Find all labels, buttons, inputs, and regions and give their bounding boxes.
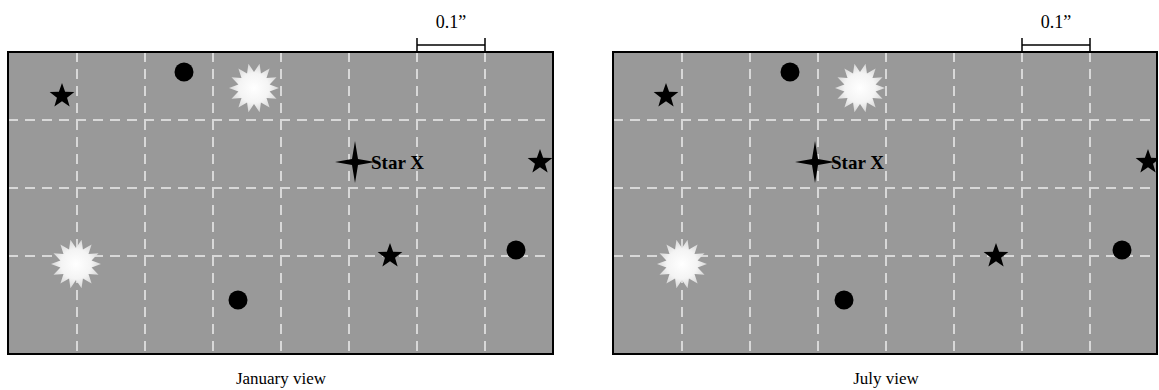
grid-line: [817, 52, 819, 354]
star-x-symbol: [335, 141, 375, 183]
grid-line: [416, 52, 418, 354]
scale-bar: [1022, 44, 1090, 46]
scale-tick: [1021, 38, 1023, 52]
grid-line: [613, 187, 1157, 189]
grid-line: [953, 52, 955, 354]
sky-field: [8, 52, 553, 354]
sky-field: [613, 52, 1157, 354]
scale-tick: [1089, 38, 1091, 52]
grid-line: [212, 52, 214, 354]
field-content: [8, 52, 553, 354]
grid-line: [749, 52, 751, 354]
grid-line: [885, 52, 887, 354]
galaxy-dot: [175, 63, 194, 82]
panel-caption: January view: [236, 370, 326, 387]
galaxy-dot: [835, 291, 854, 310]
star-symbol: [528, 149, 553, 173]
star-symbol: [50, 83, 75, 107]
galaxy-dot: [1113, 241, 1132, 260]
star-label: Star X: [368, 152, 427, 173]
scale-bars: [417, 38, 1090, 52]
panel-border: [613, 52, 1157, 354]
grid-line: [1021, 52, 1023, 354]
grid-line: [613, 119, 1157, 121]
galaxy-dot: [229, 291, 248, 310]
bright-star-burst: [51, 240, 101, 289]
star-symbol: [654, 83, 679, 107]
galaxy-dot: [781, 63, 800, 82]
bright-star-burst: [657, 240, 707, 289]
galaxy-dot: [507, 241, 526, 260]
grid-line: [484, 52, 486, 354]
grid-line: [8, 119, 553, 121]
grid-line: [348, 52, 350, 354]
bright-star-burst: [835, 64, 885, 113]
star-symbol: [378, 243, 403, 267]
panel-border: [8, 52, 553, 354]
scale-label: 0.1”: [1041, 13, 1072, 31]
scale-tick: [416, 38, 418, 52]
january-panel: [8, 52, 553, 354]
scale-label: 0.1”: [436, 13, 467, 31]
grid-line: [8, 187, 553, 189]
star-symbol: [1136, 149, 1157, 173]
star-label: Star X: [828, 152, 887, 173]
scale-tick: [484, 38, 486, 52]
grid-line: [280, 52, 282, 354]
star-x-symbol: [795, 141, 835, 183]
july-panel: [613, 52, 1159, 354]
panel-caption: July view: [853, 370, 919, 387]
field-content: [613, 52, 1157, 354]
grid-line: [1089, 52, 1091, 354]
scale-bar: [417, 44, 485, 46]
grid-line: [144, 52, 146, 354]
bright-star-burst: [229, 64, 279, 113]
grid-line: [681, 52, 683, 354]
star-symbol: [984, 243, 1009, 267]
grid-line: [76, 52, 78, 354]
